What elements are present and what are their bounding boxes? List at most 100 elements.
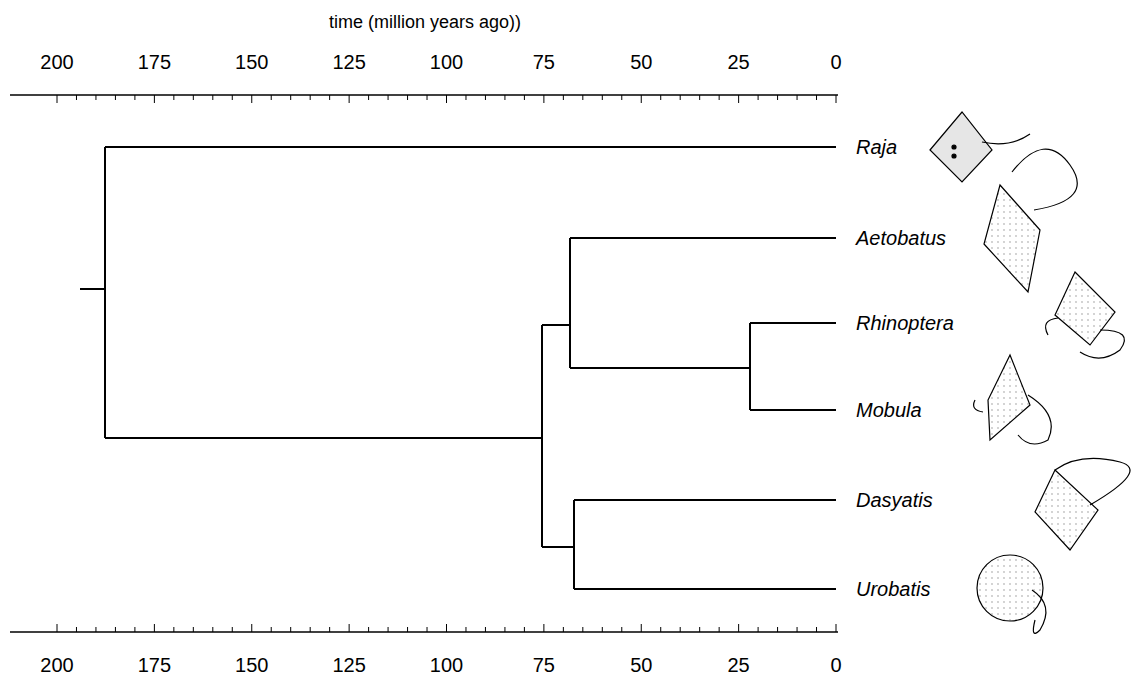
axis-tick xyxy=(504,95,505,100)
axis-tick xyxy=(602,95,603,100)
axis-tick xyxy=(485,95,486,100)
axis-tick xyxy=(329,627,330,632)
axis-tick xyxy=(76,95,77,100)
tick-label: 150 xyxy=(235,52,268,72)
axis-tick xyxy=(76,627,77,632)
tick-label: 125 xyxy=(332,52,365,72)
axis-tick xyxy=(836,624,837,632)
axis-tick xyxy=(797,95,798,100)
axis-tick xyxy=(777,95,778,100)
axis-tick xyxy=(173,627,174,632)
axis-tick xyxy=(193,627,194,632)
taxon-label: Aetobatus xyxy=(856,228,946,248)
axis-tick xyxy=(524,627,525,632)
axis-tick xyxy=(349,95,350,103)
axis-tick xyxy=(95,95,96,100)
axis-tick xyxy=(758,627,759,632)
axis-tick xyxy=(758,95,759,100)
taxon-label: Mobula xyxy=(856,400,922,420)
axis-tick xyxy=(836,95,837,103)
taxon-label: Raja xyxy=(856,137,897,157)
axis-tick xyxy=(427,95,428,100)
axis-tick xyxy=(465,627,466,632)
axis-tick xyxy=(465,95,466,100)
tick-label: 25 xyxy=(728,52,750,72)
axis-tick xyxy=(388,95,389,100)
axis-tick xyxy=(57,95,58,103)
axis-tick xyxy=(816,627,817,632)
tick-label: 0 xyxy=(830,655,841,675)
axis-tick xyxy=(582,627,583,632)
axis-ticks xyxy=(57,95,836,632)
ray-drawings xyxy=(930,112,1130,633)
axis-tick xyxy=(797,627,798,632)
axis-tick xyxy=(621,627,622,632)
axis-tick xyxy=(563,627,564,632)
axis-tick xyxy=(232,627,233,632)
axis-tick xyxy=(719,95,720,100)
tick-label: 75 xyxy=(533,52,555,72)
axis-tick xyxy=(232,95,233,100)
axis-tick xyxy=(485,627,486,632)
axis-tick xyxy=(193,95,194,100)
axis-tick xyxy=(134,95,135,100)
tick-label: 75 xyxy=(533,655,555,675)
axis-tick xyxy=(582,95,583,100)
axis-tick xyxy=(95,627,96,632)
tick-label: 200 xyxy=(40,52,73,72)
axis-tick xyxy=(504,627,505,632)
axis-tick xyxy=(446,624,447,632)
axis-tick xyxy=(115,627,116,632)
axis-tick xyxy=(660,627,661,632)
axis-tick xyxy=(388,627,389,632)
tick-label: 100 xyxy=(430,52,463,72)
tick-label: 150 xyxy=(235,655,268,675)
axis-tick xyxy=(738,624,739,632)
axis-tick xyxy=(660,95,661,100)
axis-tick xyxy=(738,95,739,103)
taxon-label: Rhinoptera xyxy=(856,313,954,333)
axis-tick xyxy=(427,627,428,632)
axis-tick xyxy=(349,624,350,632)
axis-tick xyxy=(271,627,272,632)
axis-tick xyxy=(816,95,817,100)
axis-tick xyxy=(310,95,311,100)
axis-tick xyxy=(271,95,272,100)
axis-tick xyxy=(154,95,155,103)
axis-tick xyxy=(134,627,135,632)
axis-tick xyxy=(543,95,544,103)
axis-tick xyxy=(368,627,369,632)
axis-tick xyxy=(621,95,622,100)
axis-tick xyxy=(329,95,330,100)
taxon-label: Urobatis xyxy=(856,579,930,599)
axis-tick xyxy=(212,627,213,632)
axis-tick xyxy=(524,95,525,100)
axis-tick xyxy=(212,95,213,100)
axis-tick xyxy=(310,627,311,632)
tick-label: 125 xyxy=(332,655,365,675)
tick-label: 50 xyxy=(630,655,652,675)
axis-tick xyxy=(57,624,58,632)
axis-tick xyxy=(407,95,408,100)
axis-tick xyxy=(290,95,291,100)
axis-tick xyxy=(407,627,408,632)
axis-title: time (million years ago)) xyxy=(329,13,521,31)
axis-tick xyxy=(290,627,291,632)
axis-tick xyxy=(368,95,369,100)
axis-tick xyxy=(777,627,778,632)
axis-tick xyxy=(602,627,603,632)
axis-tick xyxy=(719,627,720,632)
axis-tick xyxy=(699,95,700,100)
axis-tick xyxy=(251,624,252,632)
tick-label: 175 xyxy=(138,655,171,675)
tick-label: 25 xyxy=(728,655,750,675)
axis-tick xyxy=(699,627,700,632)
axis-tick xyxy=(563,95,564,100)
tick-label: 50 xyxy=(630,52,652,72)
time-axis xyxy=(10,95,838,632)
tick-label: 200 xyxy=(40,655,73,675)
tree-branches xyxy=(80,147,836,589)
axis-tick xyxy=(154,624,155,632)
axis-tick xyxy=(543,624,544,632)
